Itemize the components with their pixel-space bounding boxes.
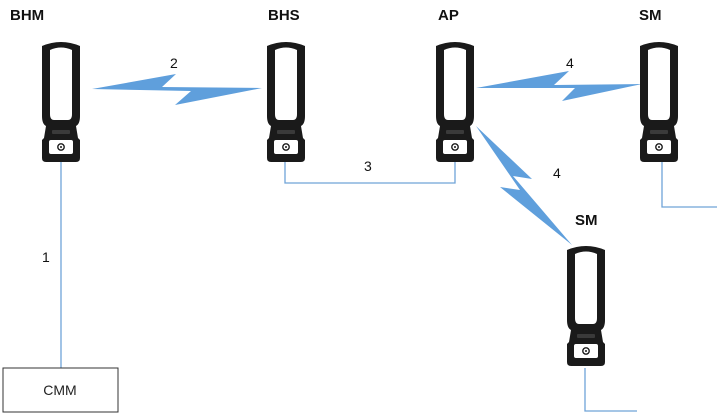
sm2-drop-wire [585,368,637,411]
link-2-bolt [92,74,262,105]
wired-links [61,158,717,411]
device-label-bhs: BHS [268,7,300,24]
device-bhs [267,42,305,162]
device-ap [436,42,474,162]
device-label-sm1: SM [639,7,662,24]
cmm-label: CMM [43,382,76,398]
device-sm2 [567,246,605,366]
device-label-bhm: BHM [10,7,44,24]
sm1-drop-wire [662,160,717,207]
cmm-box: CMM [3,368,118,412]
link-label-2: 2 [170,55,178,71]
device-bhm [42,42,80,162]
link-4b-bolt [476,126,572,245]
device-label-sm2: SM [575,212,598,229]
link-4a-bolt [476,71,642,101]
link-label-4b: 4 [553,165,561,181]
link-label-4a: 4 [566,55,574,71]
link-label-1: 1 [42,249,50,265]
device-sm1 [640,42,678,162]
link-label-3: 3 [364,158,372,174]
device-label-ap: AP [438,7,459,24]
